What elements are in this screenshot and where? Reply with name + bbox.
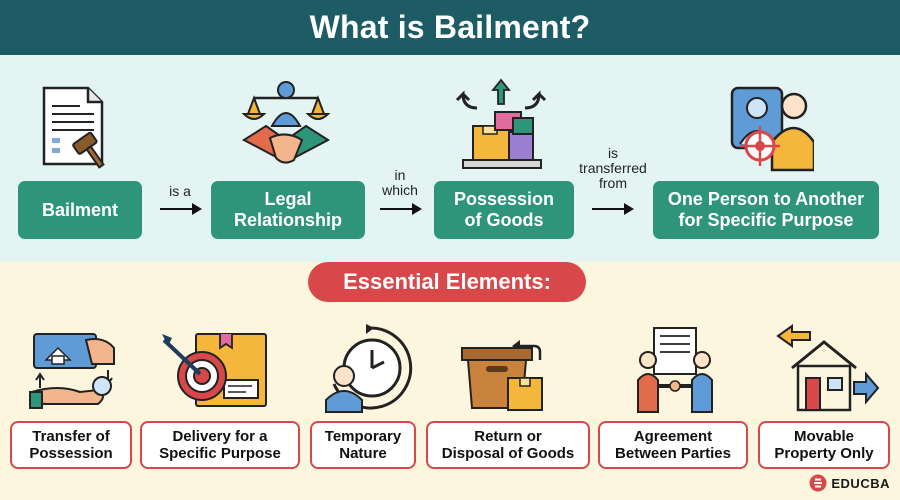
connector-transferred-line2: transferred: [579, 160, 647, 176]
agreement-icon: [637, 327, 713, 413]
header-bar: What is Bailment?: [0, 0, 900, 55]
document-gavel-icon: [42, 86, 105, 169]
element-line2: Nature: [339, 445, 387, 462]
element-line1: Temporary: [324, 428, 402, 445]
arrow-3: [592, 203, 634, 215]
legal-relationship-box: Legal Relationship: [211, 181, 365, 239]
element-delivery-purpose: Delivery for a Specific Purpose: [140, 421, 300, 469]
target-box-icon: [162, 333, 267, 407]
connector-transferred-from: is transferred from: [566, 146, 660, 191]
one-person-line1: One Person to Another: [667, 189, 865, 209]
essential-elements-label: Essential Elements:: [343, 269, 551, 294]
bailment-label: Bailment: [41, 199, 119, 220]
essential-elements-heading: Essential Elements:: [308, 262, 586, 302]
possession-of-goods-box: Possession of Goods: [434, 181, 574, 239]
scales-handshake-icon: [241, 81, 331, 164]
element-line1: Agreement: [633, 428, 713, 445]
boxes-arrows-icon: [455, 78, 547, 169]
page-title: What is Bailment?: [309, 9, 591, 45]
element-line2: Specific Purpose: [159, 445, 281, 462]
one-person-to-another-box: One Person to Another for Specific Purpo…: [653, 181, 879, 239]
persons-target-icon: [730, 86, 814, 172]
element-line1: Movable: [793, 428, 854, 445]
brand-name: EDUCBA: [831, 475, 890, 491]
connector-transferred-line3: from: [599, 175, 627, 191]
element-line2: Possession: [29, 445, 113, 462]
possession-line2: of Goods: [464, 210, 544, 230]
legal-relationship-line2: Relationship: [233, 210, 342, 230]
connector-in-which: in which: [377, 168, 423, 198]
element-line2: Property Only: [774, 445, 874, 462]
person-clock-icon: [325, 324, 413, 413]
element-temporary-nature: Temporary Nature: [310, 421, 416, 469]
legal-relationship-line1: Legal: [264, 189, 312, 209]
element-agreement: Agreement Between Parties: [598, 421, 748, 469]
arrow-2: [380, 203, 422, 215]
element-line2: Disposal of Goods: [441, 445, 575, 462]
moving-house-icon: [776, 324, 880, 412]
connector-transferred-line1: is: [607, 145, 619, 161]
connector-is-a: is a: [158, 184, 202, 199]
hand-over-icon: [29, 333, 115, 409]
return-box-icon: [461, 340, 543, 411]
element-line1: Delivery for a: [172, 428, 268, 445]
element-transfer-of-possession: Transfer of Possession: [10, 421, 132, 469]
connector-in-which-line1: in: [394, 167, 406, 183]
one-person-line2: for Specific Purpose: [678, 210, 854, 230]
element-line1: Return or: [474, 428, 542, 445]
arrow-1: [160, 203, 202, 215]
element-line2: Between Parties: [615, 445, 731, 462]
connector-is-a-label: is a: [169, 183, 191, 199]
possession-line1: Possession: [453, 189, 555, 209]
connector-in-which-line2: which: [382, 182, 418, 198]
brand-logo: EDUCBA: [809, 474, 890, 492]
element-line1: Transfer of: [32, 428, 110, 445]
element-return-disposal: Return or Disposal of Goods: [426, 421, 590, 469]
element-movable-property: Movable Property Only: [758, 421, 890, 469]
bailment-box: Bailment: [18, 181, 142, 239]
educba-logo-icon: [809, 474, 827, 492]
